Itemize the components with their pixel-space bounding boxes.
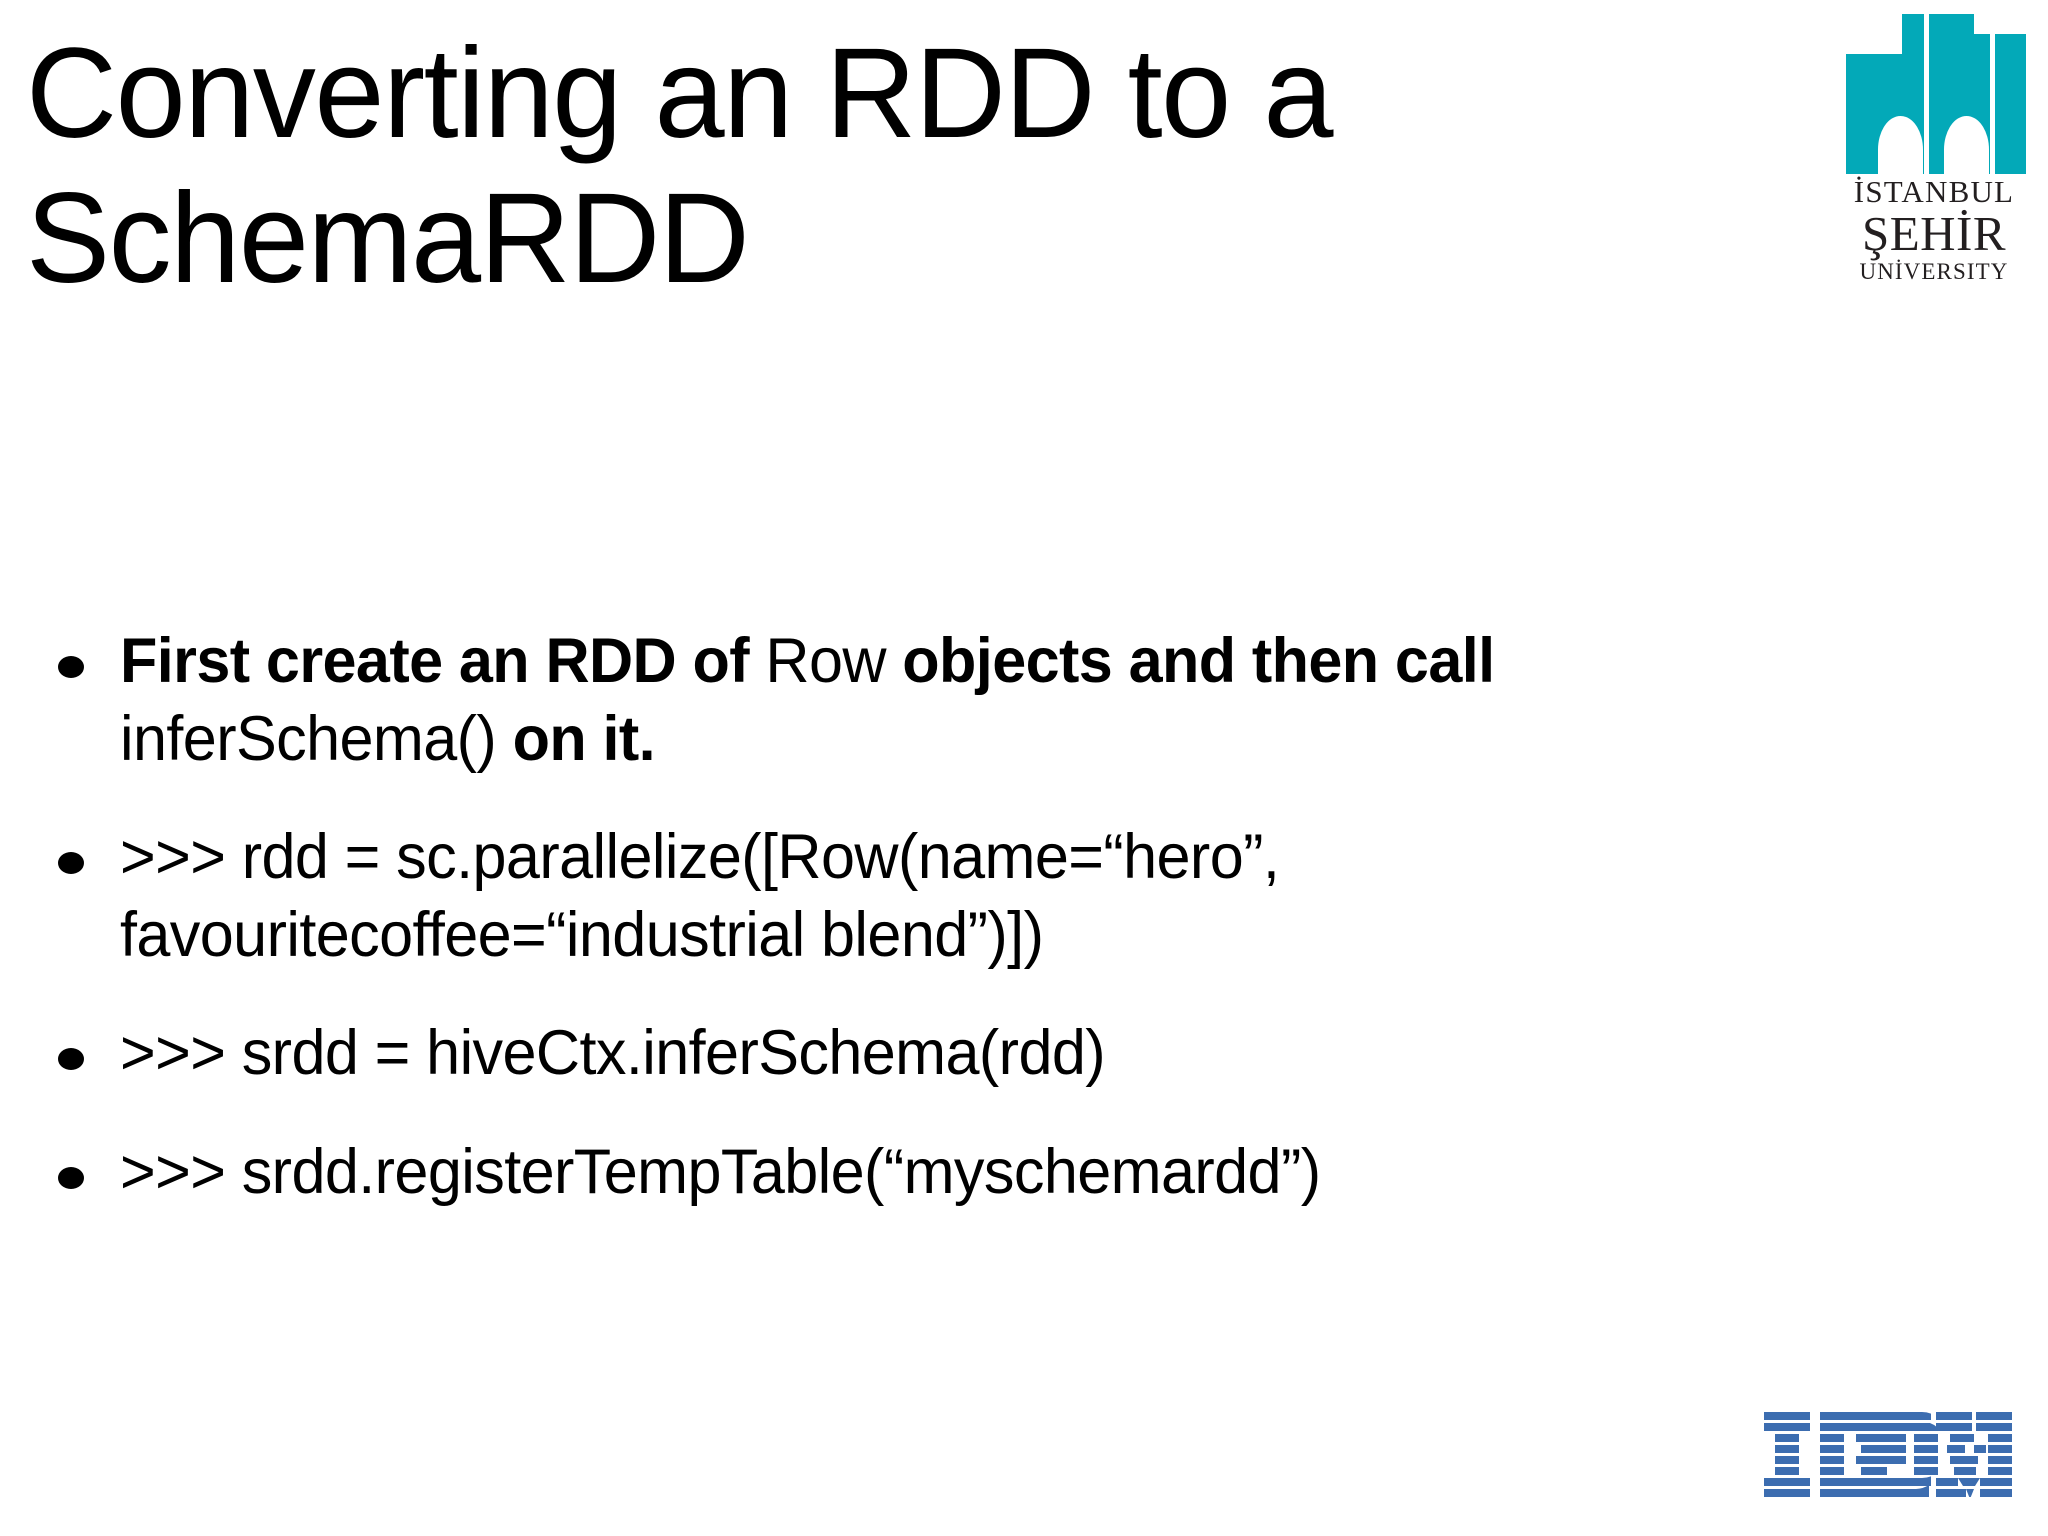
- bullet-1-seg-3: inferSchema(): [120, 704, 497, 775]
- list-item: >>> srdd = hiveCtx.inferSchema(rdd): [58, 1014, 1828, 1092]
- bullet-dot-icon: [58, 1166, 84, 1189]
- title-line-2: SchemaRDD: [26, 166, 750, 310]
- sehir-gap-right: [1990, 26, 1995, 174]
- bullet-text-1: First create an RDD of Row objects and t…: [120, 622, 1701, 778]
- bullet-1-seg-4: on it.: [496, 704, 656, 775]
- bullet-1-seg-0: First create an RDD of: [120, 626, 766, 696]
- ibm-logo: [1764, 1410, 2012, 1510]
- bullet-text-4: >>> srdd.registerTempTable(“myschemardd”…: [120, 1136, 1321, 1207]
- bullet-1-seg-1: Row: [765, 626, 886, 696]
- list-item: >>> srdd.registerTempTable(“myschemardd”…: [58, 1133, 1828, 1211]
- bullet-1-seg-2: objects and then call: [885, 626, 1495, 696]
- bullet-dot-icon: [58, 656, 84, 678]
- bullet-list: First create an RDD of Row objects and t…: [58, 622, 1828, 1211]
- bullet-dot-icon: [58, 852, 84, 875]
- bullet-text-3: >>> srdd = hiveCtx.inferSchema(rdd): [120, 1018, 1106, 1089]
- bullet-dot-icon: [58, 1048, 84, 1071]
- list-item: First create an RDD of Row objects and t…: [58, 622, 1828, 778]
- bullet-text-2: >>> rdd = sc.parallelize([Row(name=“hero…: [120, 822, 1280, 971]
- title-line-1: Converting an RDD to a: [26, 22, 1333, 165]
- istanbul-sehir-university-logo: İSTANBUL ŞEHİR UNİVERSITY: [1828, 9, 2040, 283]
- sehir-arch-left: [1878, 116, 1923, 174]
- sehir-word-university: UNİVERSITY: [1859, 258, 2009, 284]
- sehir-word-sehir: ŞEHİR: [1861, 206, 2007, 261]
- sehir-arch-right: [1944, 116, 1989, 174]
- sehir-word-istanbul: İSTANBUL: [1853, 174, 2015, 209]
- list-item: >>> rdd = sc.parallelize([Row(name=“hero…: [58, 818, 1828, 974]
- sehir-buildings-icon: [1828, 9, 2040, 182]
- slide-title: Converting an RDD to a SchemaRDD: [26, 22, 1786, 311]
- sehir-gap-left: [1924, 9, 1929, 174]
- sehir-wordmark: İSTANBUL ŞEHİR UNİVERSITY: [1828, 176, 2040, 283]
